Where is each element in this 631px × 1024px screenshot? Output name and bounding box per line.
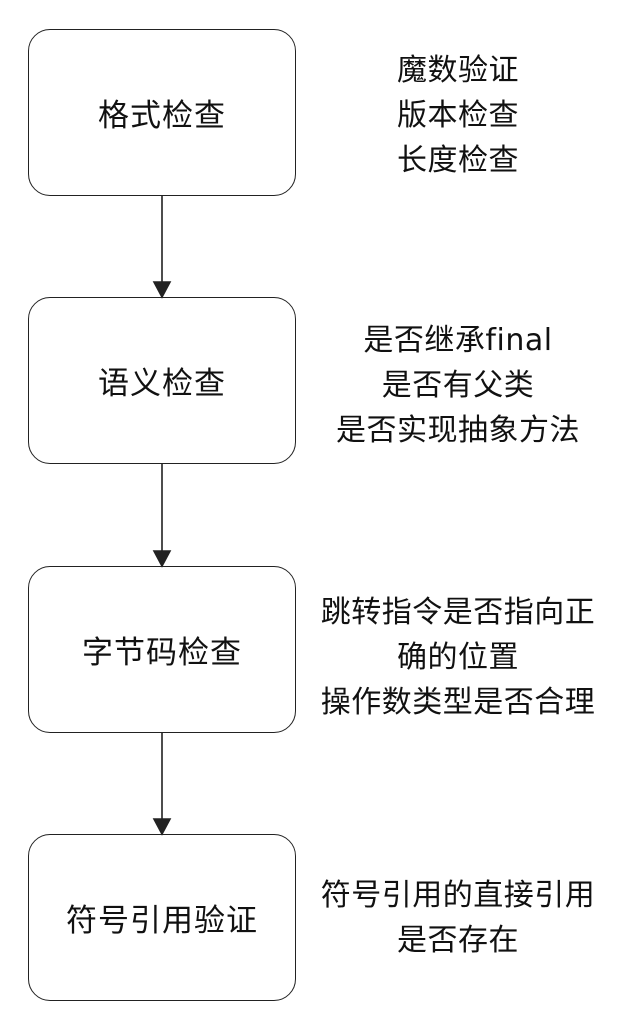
step-box-symbol-reference-check: 符号引用验证 — [28, 834, 296, 1001]
note-line: 长度检查 — [397, 143, 519, 178]
note-line: 确的位置 — [397, 640, 519, 675]
note-line: 是否有父类 — [381, 368, 535, 403]
step-notes-bytecode-check: 跳转指令是否指向正 确的位置 操作数类型是否合理 — [305, 590, 611, 725]
note-line: 跳转指令是否指向正 — [320, 595, 596, 630]
step-label: 语义检查 — [98, 366, 226, 402]
step-notes-semantic-check: 是否继承final 是否有父类 是否实现抽象方法 — [318, 318, 598, 453]
note-line: 版本检查 — [397, 98, 519, 133]
arrow-head-3 — [152, 818, 172, 836]
step-label: 字节码检查 — [82, 635, 242, 671]
note-line: 是否存在 — [397, 923, 519, 958]
step-box-format-check: 格式检查 — [28, 29, 296, 196]
step-notes-symbol-reference-check: 符号引用的直接引用 是否存在 — [305, 873, 611, 963]
step-box-bytecode-check: 字节码检查 — [28, 566, 296, 733]
step-label: 格式检查 — [98, 98, 226, 134]
note-line: 魔数验证 — [397, 53, 519, 88]
arrow-head-2 — [152, 550, 172, 568]
note-line: 操作数类型是否合理 — [320, 685, 596, 720]
arrow-head-1 — [152, 281, 172, 299]
note-line: 是否继承final — [363, 323, 553, 358]
note-line: 符号引用的直接引用 — [320, 878, 596, 913]
note-line: 是否实现抽象方法 — [336, 413, 580, 448]
step-label: 符号引用验证 — [66, 903, 258, 939]
step-box-semantic-check: 语义检查 — [28, 297, 296, 464]
step-notes-format-check: 魔数验证 版本检查 长度检查 — [330, 48, 586, 183]
